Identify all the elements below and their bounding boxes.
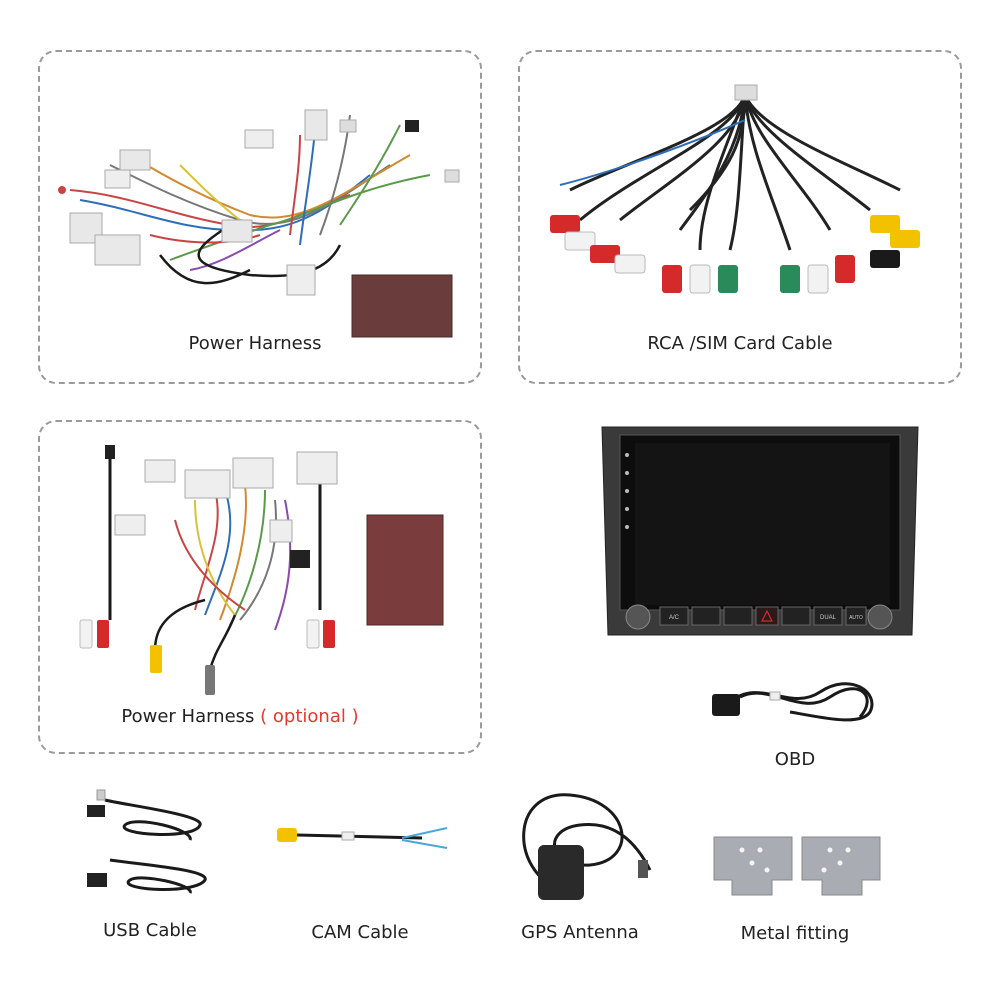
auto-button-label: AUTO [849,615,863,621]
power-harness-optional-label: Power Harness ( optional ) [110,706,370,727]
usb-cable-label: USB Cable [103,920,197,941]
power-harness-image [58,109,460,338]
rca-sim-cable-panel [518,50,962,384]
head-unit-image: A/C DUAL AUTO [601,426,919,636]
gps-antenna-label: GPS Antenna [521,922,639,943]
auto-button[interactable] [845,606,867,626]
gps-antenna-image [522,793,652,900]
power-harness-optional-title: Power Harness [121,706,255,727]
control-buttons: A/C DUAL AUTO [659,606,867,626]
dual-button[interactable] [813,606,843,626]
dual-button-label: DUAL [820,615,837,621]
ac-button[interactable] [659,606,689,626]
cam-cable-image [277,827,448,849]
power-harness-panel [38,50,482,384]
left-knob[interactable] [625,604,651,630]
metal-fitting-image [713,836,881,896]
usb-cable-image [87,789,207,895]
rca-sim-cable-label: RCA /SIM Card Cable [647,333,833,354]
obd-label: OBD [774,749,816,770]
power-harness-label: Power Harness [188,333,322,354]
rca-plugs [550,215,920,294]
metal-fitting-label: Metal fitting [740,923,850,944]
hazard-button[interactable] [755,606,779,626]
obd-cable-image [712,682,874,722]
optional-note: ( optional ) [260,706,359,727]
rca-sim-cable-image [550,84,920,294]
right-knob[interactable] [867,604,893,630]
power-harness-optional-image [79,445,444,695]
power-harness-optional-panel [38,420,482,754]
ac-button-label: A/C [669,615,680,621]
cam-cable-label: CAM Cable [311,922,409,943]
